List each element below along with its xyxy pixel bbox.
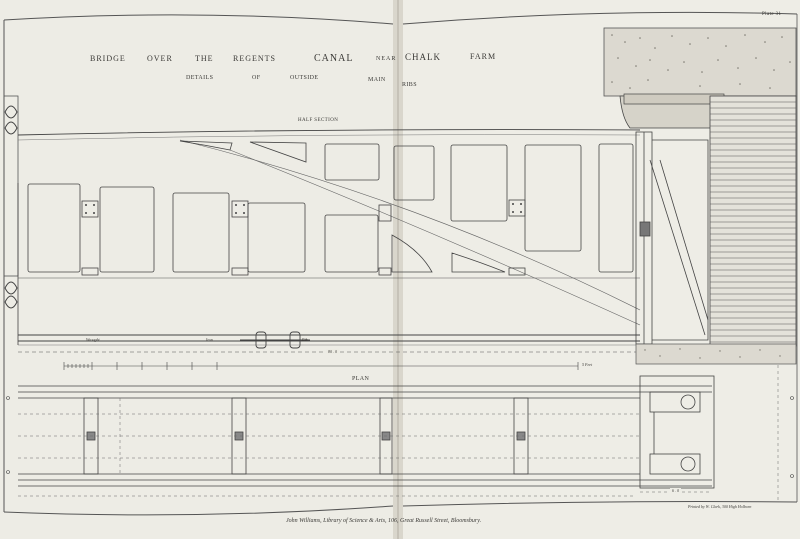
title-word: CHALK <box>405 52 441 62</box>
plate-number: Plate 31 <box>762 12 782 17</box>
subtitle-word: MAIN <box>368 77 386 83</box>
subtitle-word: DETAILS <box>186 75 214 81</box>
width-dimension: 6 . 0 <box>670 488 681 493</box>
title-word: REGENTS <box>233 54 276 63</box>
title-word: OVER <box>147 54 173 63</box>
subtitle-word: OF <box>252 75 261 81</box>
scale-label: 5 Feet <box>582 362 593 367</box>
rib-label: Iron <box>206 337 213 342</box>
printer-credit: Printed by W. Clark, 300 High Holborn <box>688 504 752 509</box>
subtitle-word: RIBS <box>402 82 417 88</box>
publisher-line: John Williams, Library of Science & Arts… <box>286 518 482 524</box>
plan-label: PLAN <box>352 376 370 382</box>
half-section-label: HALF SECTION <box>298 118 339 123</box>
title-word: BRIDGE <box>90 54 126 63</box>
subtitle-word: OUTSIDE <box>290 75 319 81</box>
title-word: THE <box>195 54 214 63</box>
rib-label: Wrought <box>86 337 100 342</box>
title-word: CANAL <box>314 53 354 64</box>
title-word: NEAR <box>376 56 397 62</box>
span-dimension: 80 . 0 <box>326 349 339 354</box>
rib-label: Rib <box>302 337 308 342</box>
title-word: FARM <box>470 52 497 61</box>
